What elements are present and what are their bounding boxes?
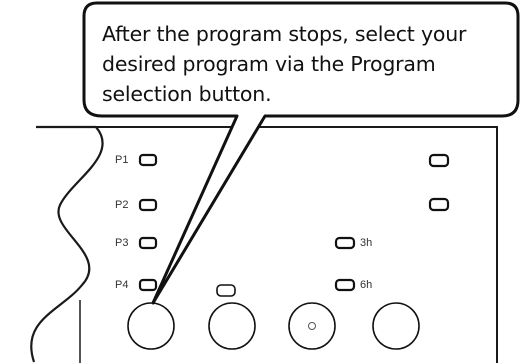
label-p3: P3 [115, 237, 129, 249]
panel-torn-edge [30, 125, 104, 363]
led-p2 [138, 198, 158, 212]
led-right-middle [428, 197, 450, 212]
callout-line-3: selection button. [102, 82, 272, 106]
callout-line-1: After the program stops, select your [102, 22, 467, 46]
timer-button[interactable] [288, 302, 336, 350]
label-p1: P1 [115, 154, 129, 166]
power-button[interactable] [372, 302, 420, 350]
callout-line-2: desired program via the Program [102, 52, 436, 76]
start-button[interactable] [208, 302, 256, 350]
program-selection-button[interactable] [127, 302, 175, 350]
callout-bubble [82, 1, 520, 305]
led-p4 [138, 278, 158, 292]
led-p1 [138, 153, 158, 167]
led-6h [334, 278, 356, 292]
label-p4: P4 [115, 279, 129, 291]
callout-text: After the program stops, select your des… [102, 19, 514, 109]
timer-button-dot-icon [308, 322, 316, 330]
led-p3 [138, 236, 158, 250]
panel-frame [96, 126, 498, 363]
led-3h [334, 236, 356, 250]
label-p2: P2 [115, 199, 129, 211]
led-right-top [428, 153, 450, 168]
label-3h: 3h [360, 237, 373, 249]
led-start [216, 284, 236, 297]
label-6h: 6h [360, 279, 373, 291]
